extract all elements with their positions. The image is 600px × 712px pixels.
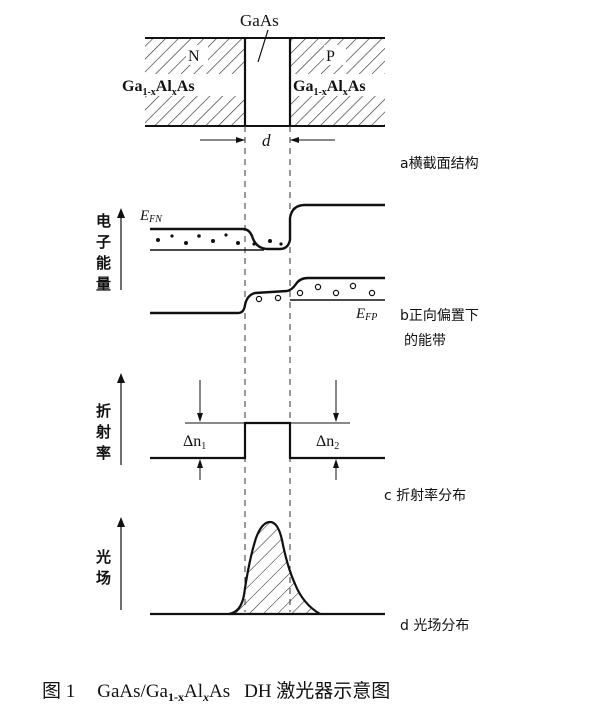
p-label: P: [326, 48, 335, 65]
index-axis-char-1: 折: [96, 402, 111, 420]
index-axis-char-2: 射: [95, 423, 111, 441]
caption-d: d 光场分布: [400, 618, 469, 634]
hole: [314, 283, 322, 291]
caption-b-line2: 的能带: [404, 333, 446, 349]
n-label-backing: [120, 74, 244, 96]
guide-lines: [244, 126, 291, 612]
d-arrow-right-head: [290, 137, 299, 143]
energy-axis-char-1: 电: [96, 212, 111, 230]
p-label-backing: [291, 74, 401, 96]
dn2-label: Δn2: [316, 433, 339, 452]
conduction-band: [150, 203, 385, 251]
cross-section: GaAs N P Ga1-xAlxAs Ga1-xAlxAs d: [120, 11, 401, 150]
hole: [274, 294, 282, 302]
electron: [236, 241, 240, 245]
hole: [255, 295, 263, 303]
p-letter-backing: [324, 45, 346, 65]
valence-band: [150, 276, 385, 315]
n-letter-backing: [186, 45, 208, 65]
caption-a: a横截面结构: [400, 156, 479, 172]
electron: [252, 242, 256, 246]
hole: [349, 282, 357, 290]
electron: [211, 239, 215, 243]
energy-band-panel: 电 子 能 量 EFN: [96, 203, 385, 323]
index-axis-arrow: [117, 373, 125, 383]
hole: [368, 289, 376, 297]
caption-c: c 折射率分布: [384, 487, 466, 504]
n-label: N: [188, 48, 200, 65]
right-cladding-label: Ga1-xAlxAs: [293, 78, 366, 98]
left-cladding-label: Ga1-xAlxAs: [122, 78, 195, 98]
electron: [279, 242, 283, 246]
core-label-leader: [257, 29, 269, 63]
electron: [184, 241, 188, 245]
efn-label: EFN: [139, 208, 163, 225]
electron: [156, 238, 160, 242]
field-axis-arrow: [117, 517, 125, 527]
core-label: GaAs: [240, 11, 279, 30]
index-profile: [150, 421, 385, 460]
energy-axis-char-3: 能: [96, 254, 111, 272]
dn1-arrow-top-head: [197, 413, 203, 422]
energy-axis-arrow: [117, 208, 125, 218]
energy-axis-char-2: 子: [96, 233, 111, 251]
energy-axis-char-4: 量: [96, 275, 111, 293]
index-panel: 折 射 率 Δn1 Δn2: [95, 373, 385, 480]
efp-label: EFP: [355, 306, 377, 323]
dn2-arrow-bottom-head: [333, 459, 339, 468]
hole: [332, 289, 340, 297]
width-label: d: [262, 131, 271, 150]
electron: [197, 234, 201, 238]
dn2-arrow-top-head: [333, 413, 339, 422]
electron-dots: [156, 233, 283, 246]
field-axis-char-2: 场: [96, 569, 111, 587]
hole-circles: [255, 282, 376, 303]
caption-b-line1: b正向偏置下: [400, 308, 479, 324]
electron: [170, 234, 174, 238]
index-axis-char-3: 率: [96, 444, 111, 462]
dn1-arrow-bottom-head: [197, 459, 203, 468]
field-axis-char-1: 光: [95, 548, 111, 566]
hole: [296, 289, 304, 297]
d-arrow-left-head: [236, 137, 245, 143]
electron: [268, 239, 272, 243]
field-panel: 光 场: [95, 517, 385, 616]
dn1-label: Δn1: [183, 433, 206, 452]
electron: [224, 233, 228, 237]
field-profile: [228, 520, 321, 616]
